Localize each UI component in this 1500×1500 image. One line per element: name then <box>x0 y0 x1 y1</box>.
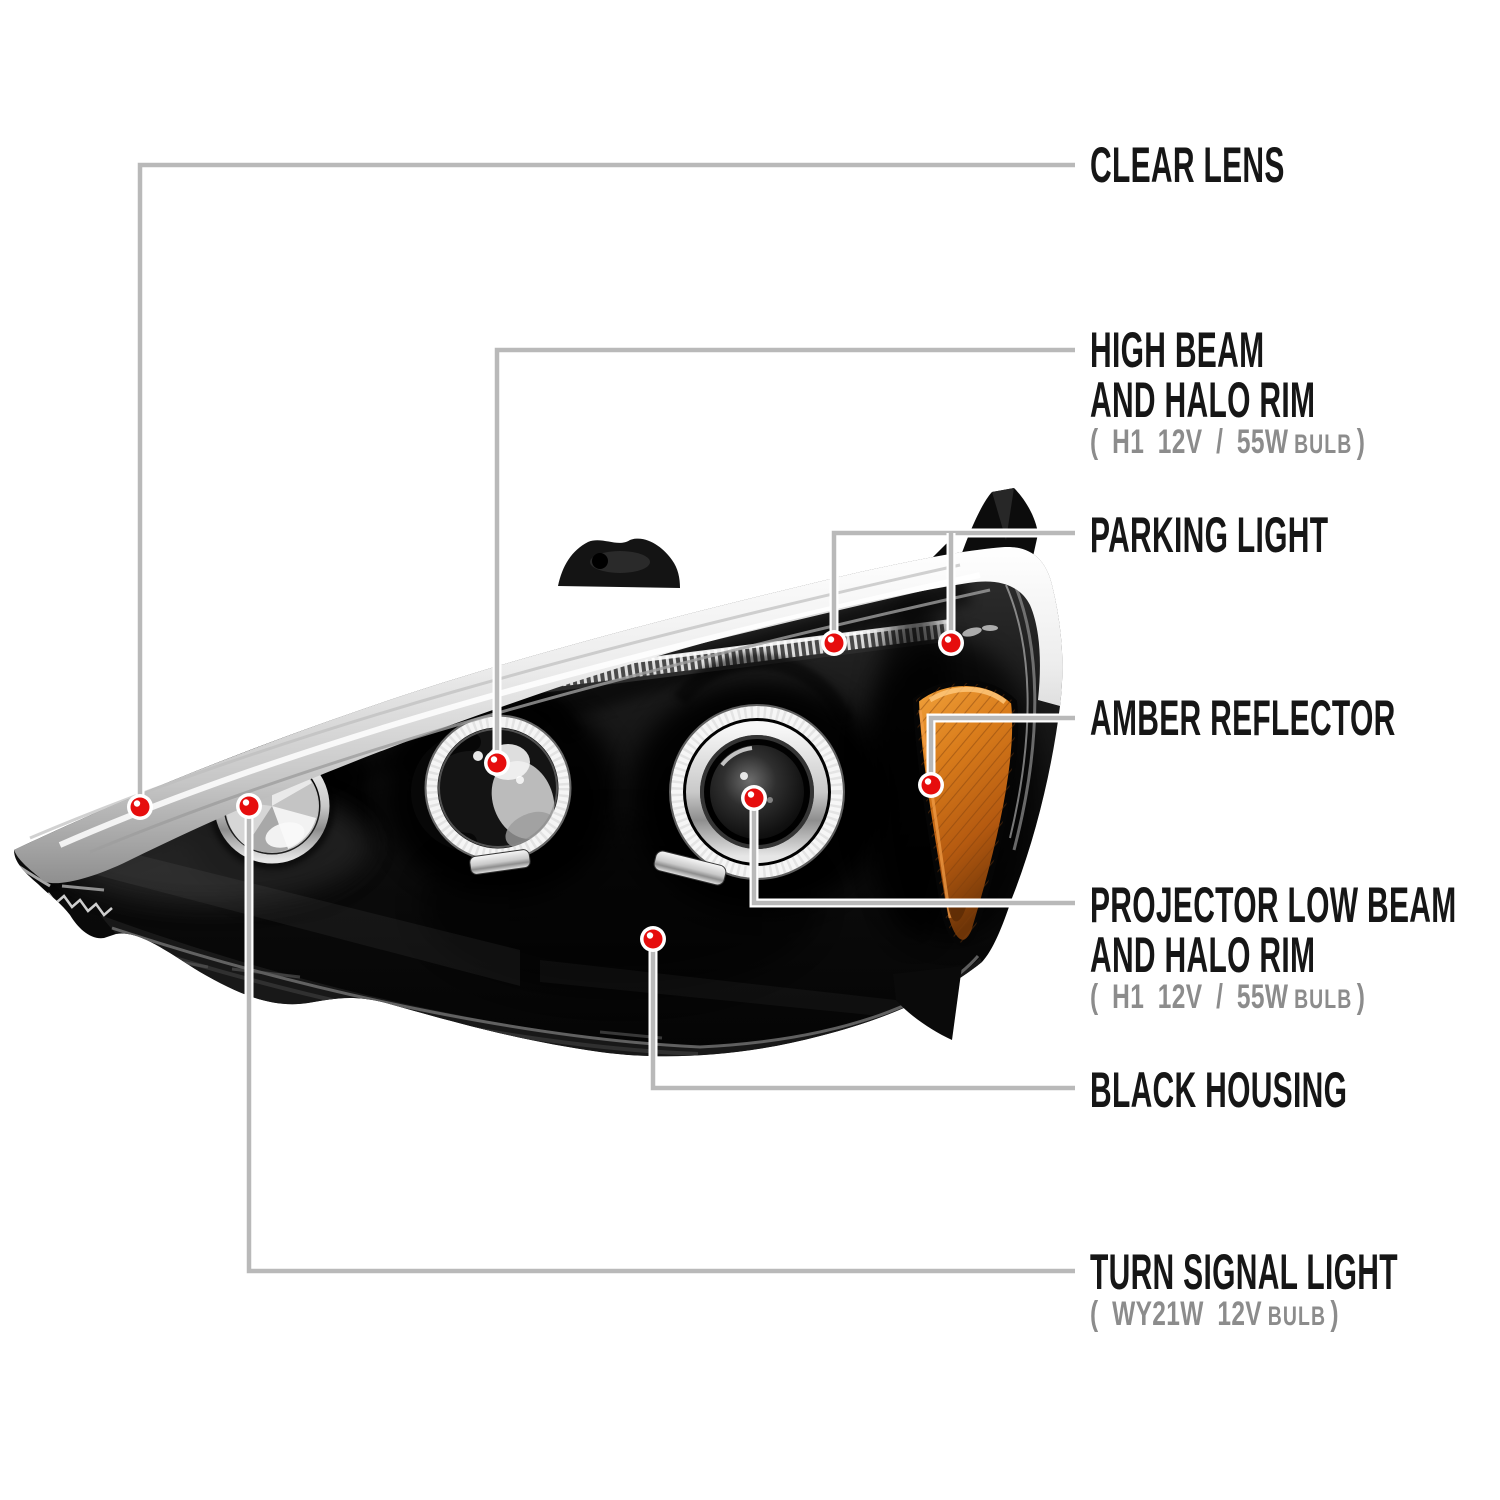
headlight-photo <box>14 488 1063 1057</box>
marker-turn-signal <box>236 793 262 819</box>
leader-turn-signal <box>244 806 1075 1276</box>
label-text: AMBER REFLECTOR <box>1090 690 1396 746</box>
label-text: PROJECTOR LOW BEAM <box>1090 877 1457 933</box>
mounting-bracket-top <box>558 538 680 588</box>
marker-parking-light-1 <box>821 630 847 656</box>
leader-parking-light <box>829 528 1075 645</box>
marker-black-housing <box>640 926 666 952</box>
leader-black-housing <box>648 939 1075 1093</box>
label-text: AND HALO RIM <box>1090 372 1316 428</box>
label-black-housing: BLACK HOUSING <box>1090 1065 1500 1115</box>
leader-high-beam <box>492 345 1075 763</box>
label-text: PARKING LIGHT <box>1090 507 1329 563</box>
marker-amber-reflector <box>918 772 944 798</box>
marker-projector-low-beam <box>741 785 767 811</box>
marker-parking-light-2 <box>938 630 964 656</box>
amber-reflector-shape <box>870 600 1019 946</box>
label-amber-reflector: AMBER REFLECTOR <box>1090 693 1500 743</box>
marker-clear-lens <box>127 794 153 820</box>
marker-high-beam <box>484 750 510 776</box>
mounting-tab-bottom <box>893 966 962 1040</box>
label-text: AND HALO RIM <box>1090 927 1316 983</box>
high-beam-lamp <box>410 677 583 875</box>
label-text: HIGH BEAM <box>1090 322 1265 378</box>
leader-amber-reflector <box>926 713 1075 785</box>
label-clear-lens: CLEAR LENS <box>1090 140 1414 190</box>
label-text: BLACK HOUSING <box>1090 1062 1348 1118</box>
chrome-emblem <box>962 625 998 637</box>
leader-clear-lens <box>135 160 1075 807</box>
label-text: CLEAR LENS <box>1090 137 1285 193</box>
label-projector-low-beam: PROJECTOR LOW BEAM AND HALO RIM ( H1 12V… <box>1090 880 1500 1020</box>
label-text: TURN SIGNAL LIGHT <box>1090 1244 1398 1300</box>
leader-projector-low-beam <box>749 798 1075 908</box>
label-parking-light: PARKING LIGHT <box>1090 510 1487 560</box>
